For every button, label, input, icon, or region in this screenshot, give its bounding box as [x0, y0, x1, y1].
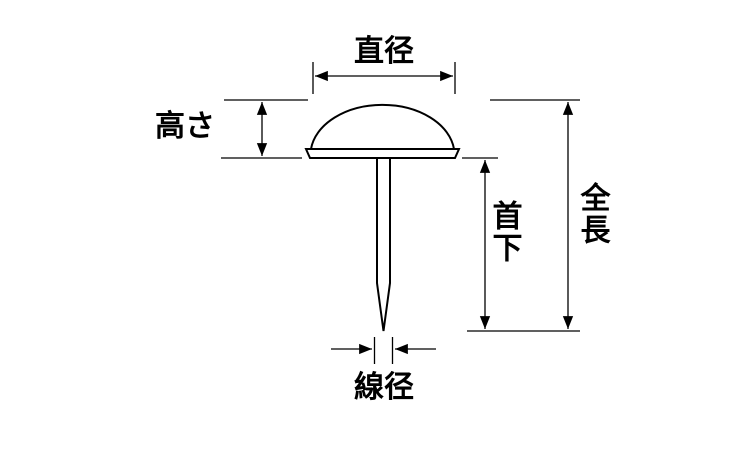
dimension-lines	[221, 62, 580, 364]
tack-head-dome	[309, 103, 456, 150]
diameter-dimension	[312, 62, 456, 94]
tack-shank	[376, 157, 391, 332]
label-under-head: 首下	[487, 200, 521, 264]
under-head-dimension	[462, 157, 498, 329]
label-height: 高さ	[155, 110, 215, 143]
label-wire-diameter: 線径	[354, 371, 414, 404]
label-total-length: 全長	[575, 182, 609, 246]
tack-flange	[304, 148, 461, 159]
height-dimension	[221, 99, 308, 159]
tack-drawing	[304, 103, 461, 332]
wire-diameter-dimension	[331, 337, 436, 364]
total-length-dimension	[467, 99, 580, 332]
label-diameter: 直径	[354, 35, 414, 68]
